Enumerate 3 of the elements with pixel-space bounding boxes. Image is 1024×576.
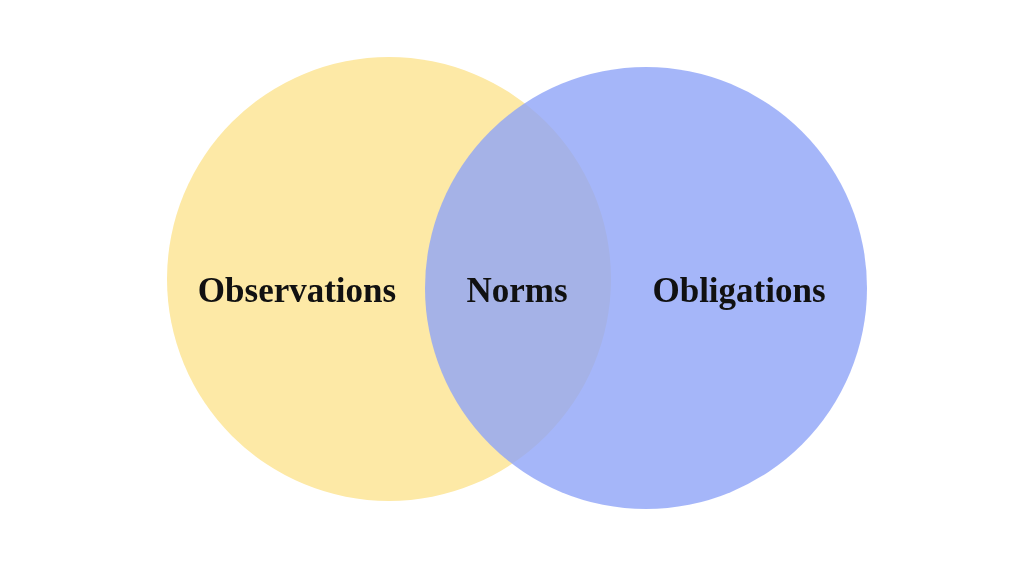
set-label: Obligations [652, 271, 826, 311]
overlap-label: Norms [466, 271, 568, 311]
set-label: Observations [197, 271, 397, 311]
